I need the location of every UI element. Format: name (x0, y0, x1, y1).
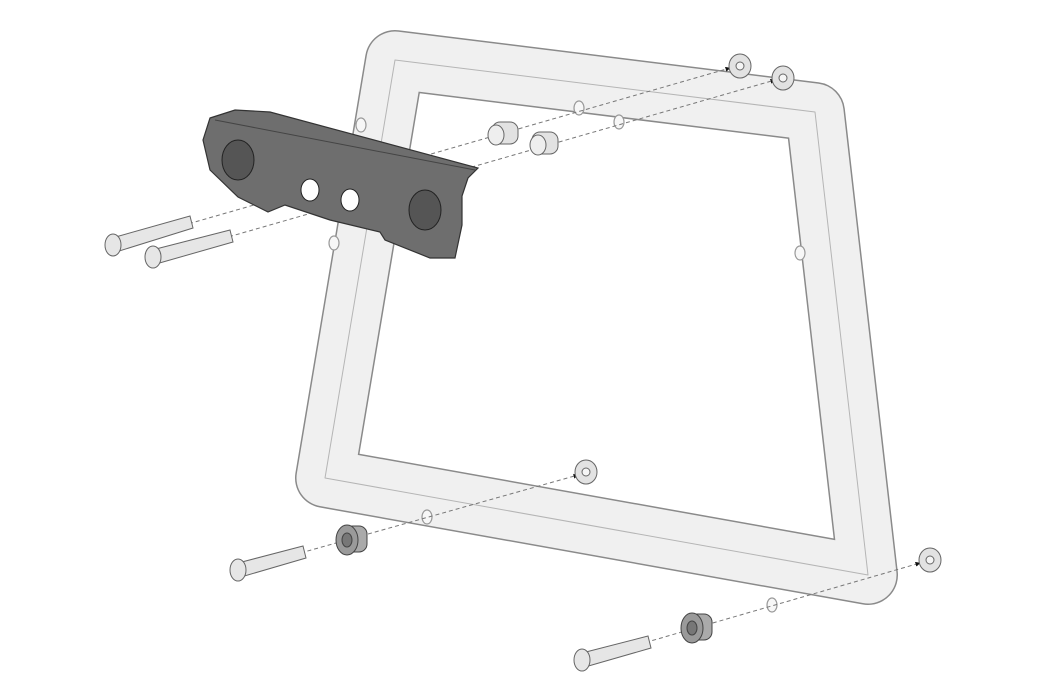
spacer (529, 131, 559, 156)
frame-hole (573, 100, 585, 116)
nut (574, 459, 598, 485)
frame-hole (613, 114, 625, 130)
bolt (144, 229, 234, 269)
bolt (104, 215, 194, 257)
frame-hole (794, 245, 806, 261)
spacer (487, 121, 519, 146)
frame-hole (766, 597, 778, 613)
guide-line (114, 66, 731, 246)
bolt (229, 545, 307, 582)
nut (728, 53, 752, 79)
nut (771, 65, 795, 91)
mounting-bracket (202, 109, 480, 259)
frame-hole (421, 509, 433, 525)
bracket-hole (340, 188, 360, 212)
tube-frame (295, 30, 898, 613)
nut (918, 547, 942, 573)
bracket-hole (300, 178, 320, 202)
frame-hole (355, 117, 367, 133)
bolt (573, 635, 652, 672)
bracket-slot (408, 189, 442, 231)
bracket-slot (221, 139, 255, 181)
frame-hole (328, 235, 340, 251)
bushing (335, 524, 368, 556)
bushing (680, 612, 713, 644)
